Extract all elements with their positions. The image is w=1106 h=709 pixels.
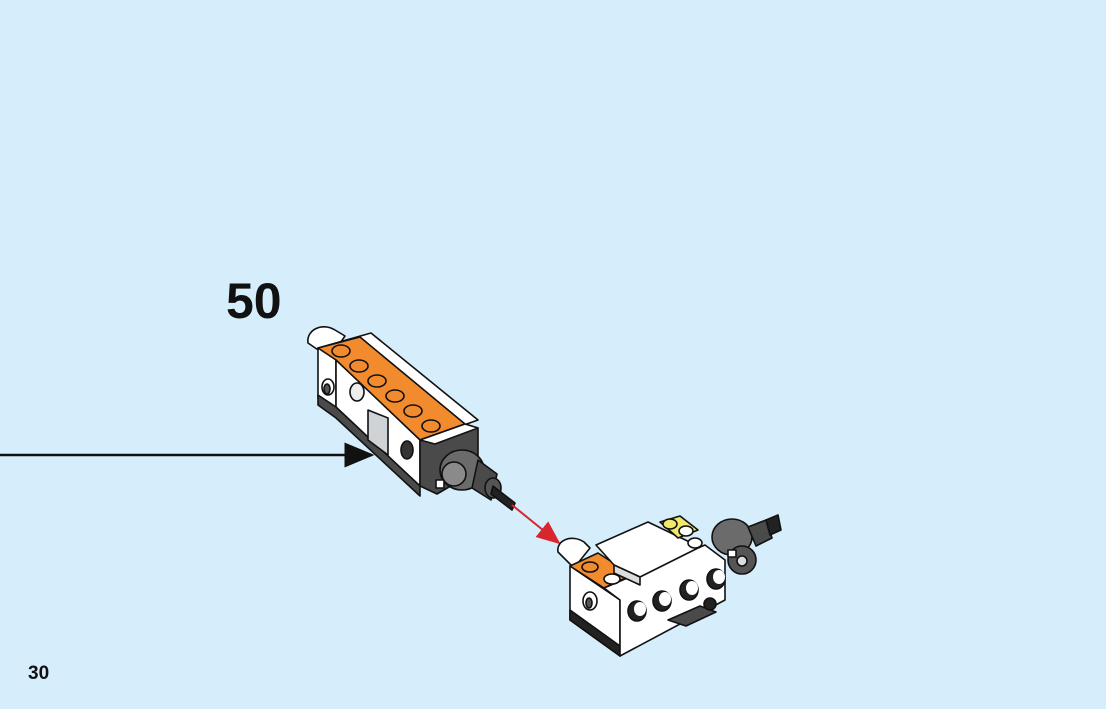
step-number: 50 bbox=[226, 273, 282, 329]
brick-beam-assembly-icon bbox=[307, 326, 516, 511]
attach-arrow bbox=[511, 504, 561, 545]
brick-engine-assembly-icon bbox=[557, 514, 782, 657]
page-number: 30 bbox=[28, 663, 50, 684]
